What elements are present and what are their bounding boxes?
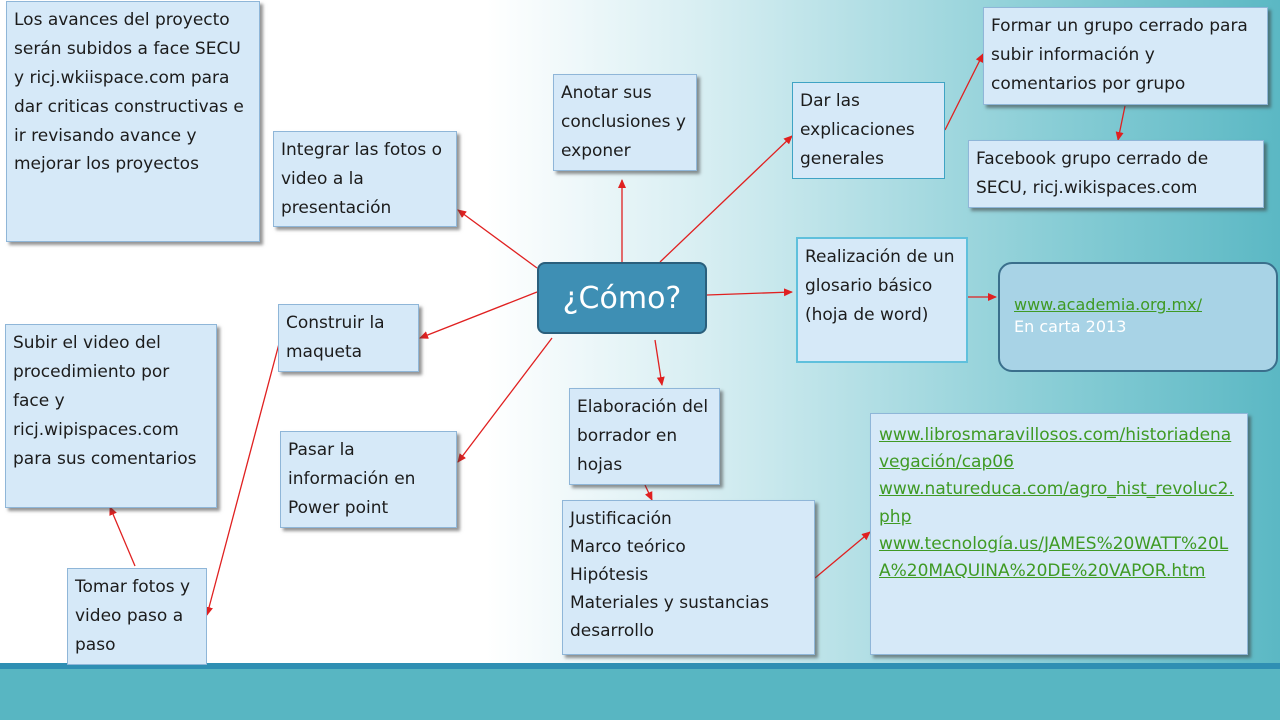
academia-link[interactable]: www.academia.org.mx/ (1014, 295, 1202, 314)
arrow-to-integrar (457, 209, 538, 269)
arrow-to-elaboracion (654, 339, 665, 386)
box-links: www.librosmaravillosos.com/historiadenav… (870, 413, 1248, 655)
arrow-to-dar (659, 135, 793, 263)
arrow-to-subir (109, 506, 136, 567)
box-integrar: Integrar las fotos o video a la presenta… (273, 131, 457, 227)
arrow-to-justificacion (644, 484, 653, 501)
box-elaboracion: Elaboración del borrador en hojas (569, 388, 720, 485)
box-facebook: Facebook grupo cerrado de SECU, ricj.wik… (968, 140, 1264, 208)
box-dar: Dar las explicaciones generales (792, 82, 945, 179)
box-academia: www.academia.org.mx/ En carta 2013 (998, 262, 1278, 372)
box-justificacion: Justificación Marco teórico Hipótesis Ma… (562, 500, 815, 655)
box-subir: Subir el video del procedimiento por fac… (5, 324, 217, 508)
arrow-to-formar (944, 53, 984, 131)
box-avances: Los avances del proyecto serán subidos a… (6, 1, 260, 242)
arrow-to-glosario (706, 288, 793, 297)
arrow-to-pasar (457, 337, 553, 463)
box-glosario: Realización de un glosario básico (hoja … (796, 237, 968, 363)
box-formar: Formar un grupo cerrado para subir infor… (983, 7, 1268, 105)
box-pasar: Pasar la información en Power point (280, 431, 457, 528)
bottom-line (0, 663, 1280, 669)
academia-note: En carta 2013 (1014, 316, 1127, 336)
box-construir: Construir la maqueta (278, 304, 419, 372)
arrow-to-links (814, 531, 871, 579)
arrow-to-construir (419, 291, 538, 339)
link-natureduca[interactable]: www.natureduca.com/agro_hist_revoluc2.ph… (879, 479, 1234, 527)
link-tecnologia[interactable]: www.tecnología.us/JAMES%20WATT%20LA%20MA… (879, 533, 1229, 581)
center-node: ¿Cómo? (537, 262, 707, 334)
link-libros[interactable]: www.librosmaravillosos.com/historiadenav… (879, 425, 1232, 473)
box-anotar: Anotar sus conclusiones y exponer (553, 74, 697, 171)
arrow-to-facebook (1115, 105, 1126, 141)
box-tomar: Tomar fotos y video paso a paso (67, 568, 207, 665)
arrow-to-tomar (205, 339, 281, 616)
bottom-band (0, 663, 1280, 720)
